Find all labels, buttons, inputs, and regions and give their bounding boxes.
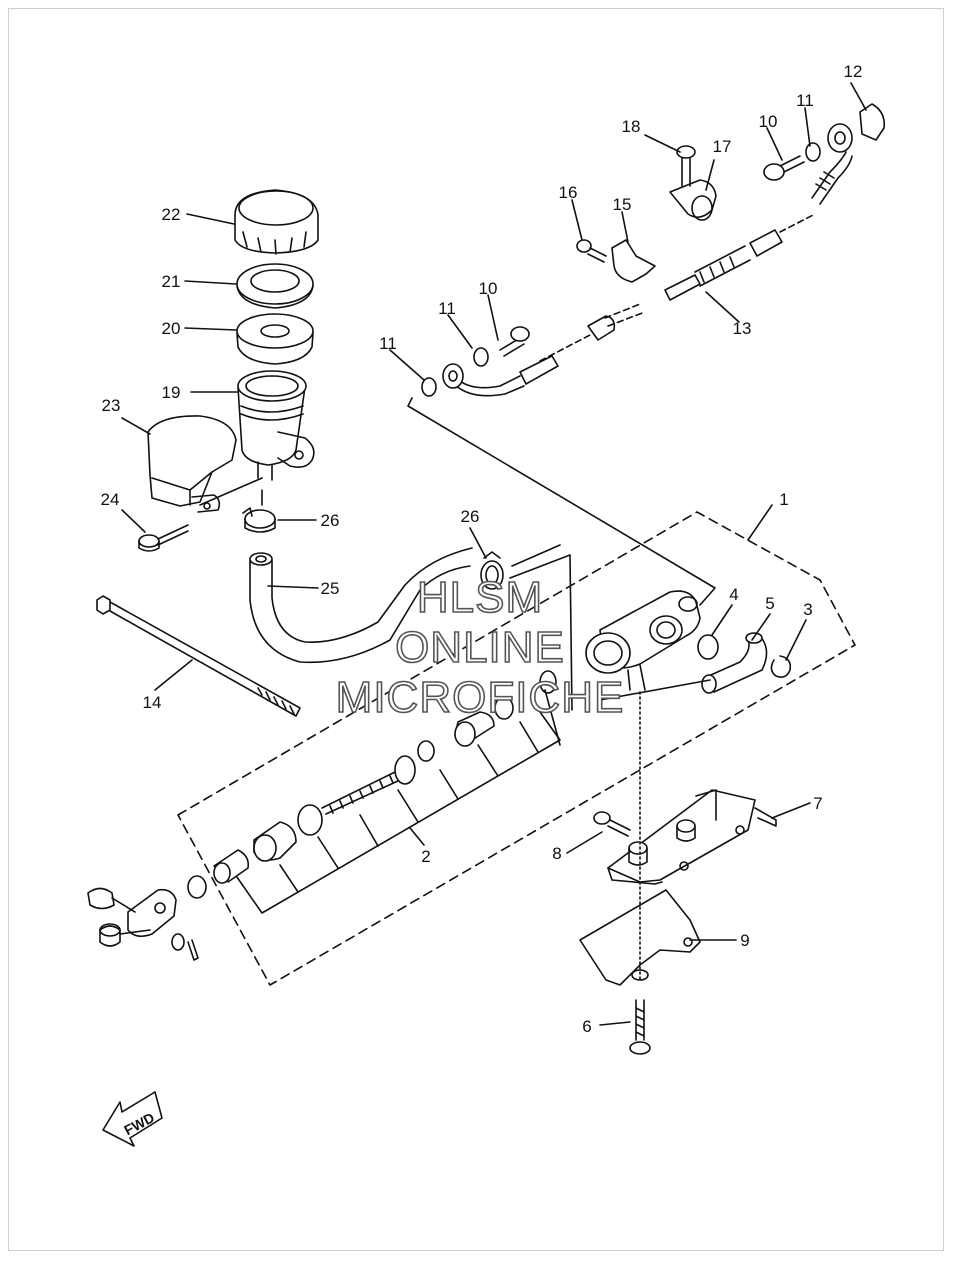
leader-lines (121, 82, 867, 1026)
banjo-upper (763, 103, 886, 181)
fwd-arrow-icon (102, 1091, 163, 1147)
guide-line-a (199, 477, 573, 711)
hose-clamp-lower (480, 551, 504, 590)
diaphragm-plate (236, 313, 314, 365)
callout-19: 19 (162, 383, 181, 402)
hose-holder (669, 145, 717, 221)
callout-9: 9 (740, 931, 749, 950)
callout-10: 10 (479, 279, 498, 298)
guide-line-c (407, 397, 716, 606)
bolt-16 (576, 239, 607, 263)
callout-12: 12 (844, 62, 863, 81)
callout-1: 1 (779, 490, 788, 509)
watermark-line-1: HLSM (416, 572, 544, 623)
circlip (770, 655, 792, 678)
callout-22: 22 (162, 205, 181, 224)
brake-hose (454, 151, 853, 397)
banjo-lower (421, 326, 530, 397)
callout-14: 14 (143, 693, 162, 712)
callout-4: 4 (729, 585, 738, 604)
callout-10: 10 (759, 112, 778, 131)
bolt-8 (593, 811, 631, 837)
reservoir-cap (234, 189, 319, 255)
callout-17: 17 (713, 137, 732, 156)
callout-16: 16 (559, 183, 578, 202)
kit-bracket-2 (231, 711, 561, 914)
callout-11: 11 (796, 91, 814, 110)
callout-25: 25 (321, 579, 340, 598)
callout-26: 26 (461, 507, 480, 526)
callout-20: 20 (162, 319, 181, 338)
guide-line-d (544, 679, 711, 746)
callout-6: 6 (582, 1017, 591, 1036)
assembly-outline-1 (177, 511, 856, 986)
callout-26: 26 (321, 511, 340, 530)
cable-tie (96, 595, 301, 717)
callout-11: 11 (438, 299, 456, 318)
callout-13: 13 (733, 319, 752, 338)
diaphragm (236, 263, 314, 309)
o-ring (697, 634, 719, 660)
hose-clamp-upper (242, 507, 276, 533)
master-cylinder-body (585, 590, 701, 691)
callout-24: 24 (101, 490, 120, 509)
callout-3: 3 (803, 600, 812, 619)
callout-5: 5 (765, 594, 774, 613)
clevis-assembly (87, 887, 199, 961)
piston-kit (187, 670, 557, 899)
reservoir-cover (147, 415, 237, 513)
callout-2: 2 (421, 847, 430, 866)
mount-bracket (607, 789, 777, 885)
callout-23: 23 (102, 396, 121, 415)
reservoir-hose (249, 547, 473, 664)
screw-24 (138, 524, 189, 552)
callout-15: 15 (613, 195, 632, 214)
watermark-line-3: MICROFICHE (335, 672, 625, 723)
reservoir-tank (237, 370, 315, 481)
callout-18: 18 (622, 117, 641, 136)
callout-11: 11 (379, 334, 397, 353)
watermark-line-2: ONLINE (394, 622, 565, 673)
callout-21: 21 (162, 272, 181, 291)
page-frame (8, 8, 944, 1251)
bolt-6 (629, 999, 651, 1055)
callout-7: 7 (813, 794, 822, 813)
hose-guide (611, 239, 656, 283)
hose-joint (701, 632, 768, 694)
callout-8: 8 (552, 844, 561, 863)
